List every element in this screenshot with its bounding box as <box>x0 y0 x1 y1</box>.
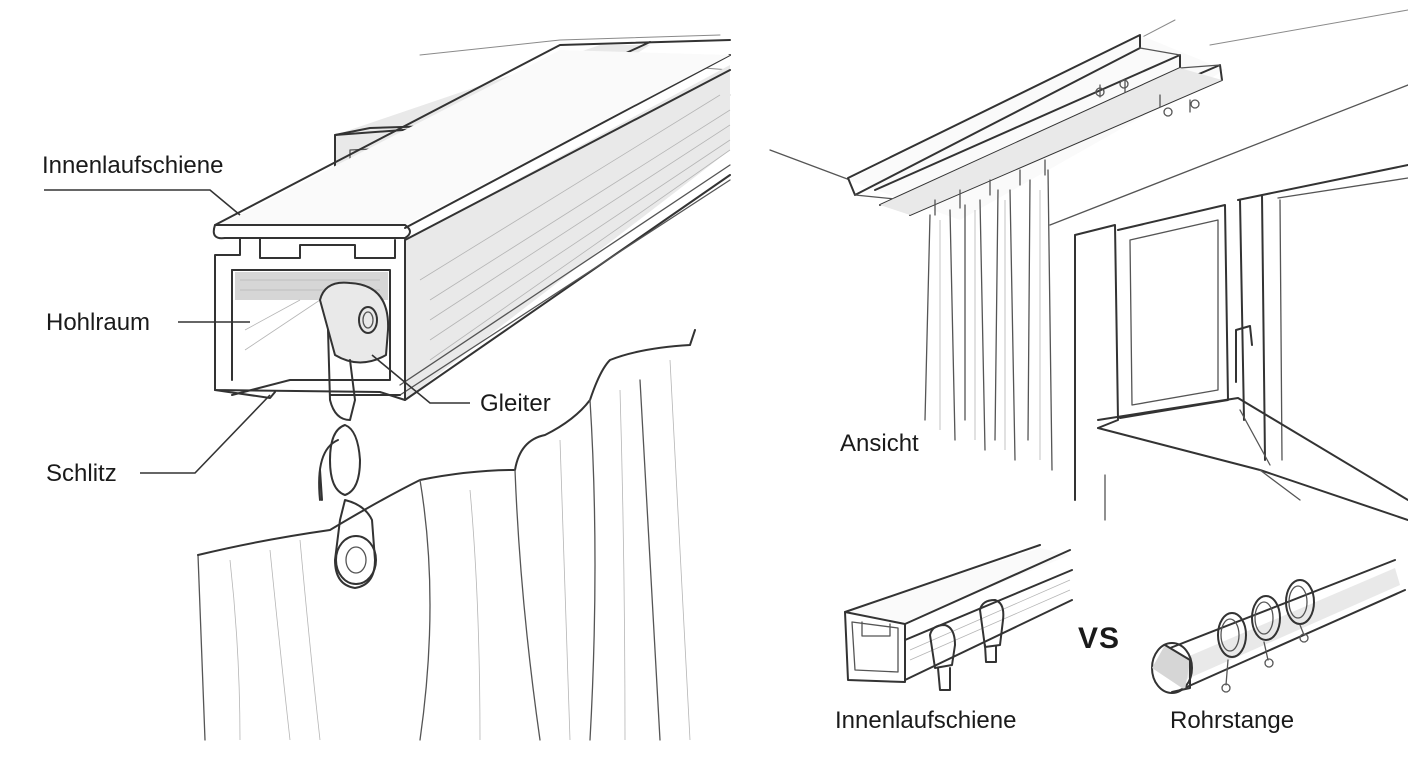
label-glider: Gleiter <box>480 390 551 417</box>
tube-rod <box>1151 559 1406 694</box>
label-view: Ansicht <box>840 430 919 457</box>
label-tube-rod: Rohrstange <box>1170 707 1295 734</box>
label-cavity: Hohlraum <box>46 309 151 336</box>
label-inner-rail-top: Innenlaufschiene <box>42 152 224 179</box>
leader-lines-left <box>44 189 470 474</box>
label-versus: VS <box>1078 622 1121 655</box>
room-view <box>769 9 1408 521</box>
glider-part <box>318 281 390 589</box>
inner-rail-closeup <box>212 34 731 401</box>
small-inner-rail <box>844 544 1073 691</box>
label-inner-rail-bottom: Innenlaufschiene <box>835 707 1017 734</box>
label-slot: Schlitz <box>46 460 117 487</box>
curtain-left <box>197 329 696 741</box>
